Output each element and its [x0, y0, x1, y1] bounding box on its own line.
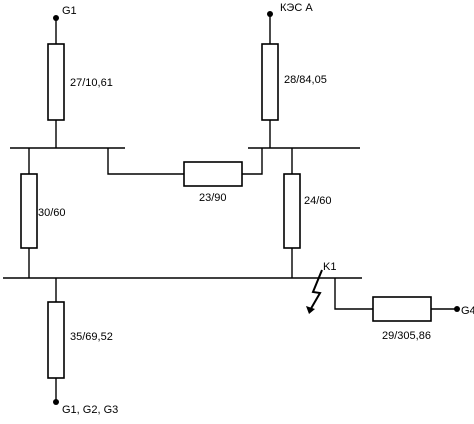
lightning-arrowhead-icon [306, 306, 315, 314]
kes-a-impedance-resistor [261, 43, 279, 121]
g4-impedance-resistor [372, 296, 432, 322]
g1-impedance-label: 27/10,61 [70, 77, 113, 89]
g123-branch: 35/69,52 G1, G2, G3 [47, 278, 118, 416]
g1-label: G1 [62, 5, 77, 17]
fault-label: K1 [323, 261, 336, 273]
g4-branch: 29/305,86 G4 [334, 278, 474, 342]
g4-terminal [454, 306, 460, 312]
g123-impedance-label: 35/69,52 [70, 331, 113, 343]
left-vertical-resistor [20, 173, 38, 249]
g123-label: G1, G2, G3 [62, 404, 118, 416]
kes-a-branch: КЭС А 28/84,05 [261, 2, 327, 148]
g4-impedance-label: 29/305,86 [382, 330, 431, 342]
tie-branch: 23/90 [107, 148, 263, 204]
lightning-icon [308, 269, 323, 313]
fault-k1: K1 [306, 261, 336, 314]
right-vertical-resistor [283, 173, 301, 249]
tie-impedance-label: 23/90 [199, 192, 227, 204]
right-vertical-label: 24/60 [304, 195, 332, 207]
kes-a-label: КЭС А [280, 2, 313, 14]
g1-branch: G1 27/10,61 [47, 5, 113, 148]
g4-label: G4 [461, 305, 474, 317]
g123-terminal [53, 399, 59, 405]
left-vertical-label: 30/60 [38, 207, 66, 219]
kes-a-impedance-label: 28/84,05 [284, 74, 327, 86]
right-vertical-branch: 24/60 [283, 148, 332, 278]
left-vertical-branch: 30/60 [20, 148, 66, 278]
g123-impedance-resistor [47, 301, 65, 379]
tie-impedance-resistor [183, 161, 243, 187]
g1-impedance-resistor [47, 43, 65, 121]
